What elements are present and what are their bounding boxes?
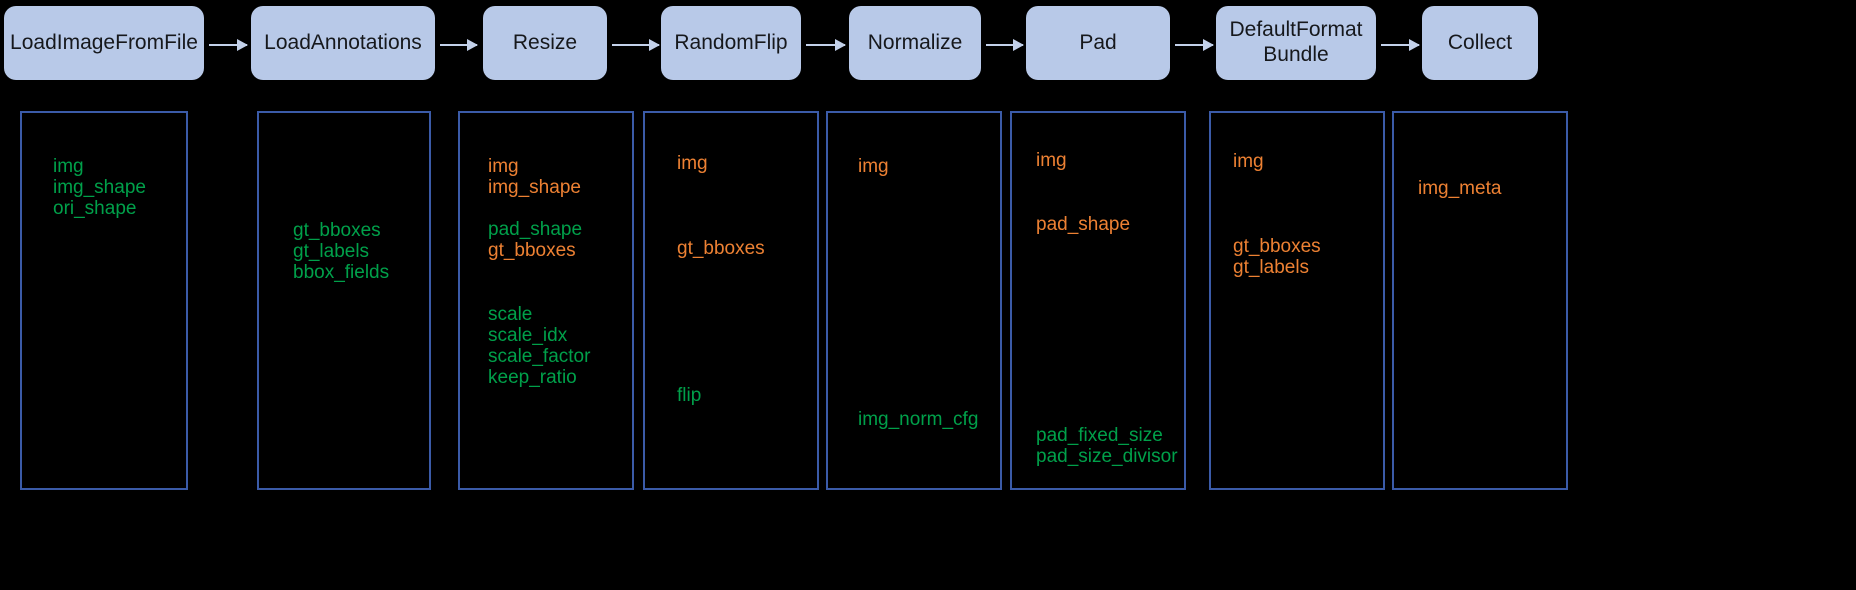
key-item: scale_idx	[488, 325, 568, 346]
key-item: keep_ratio	[488, 367, 577, 388]
stage-label: Resize	[512, 30, 578, 54]
key-list: img_meta	[1394, 113, 1566, 488]
key-list: img gt_bboxes flip	[645, 113, 817, 488]
arrow-6-7	[1381, 39, 1420, 51]
key-panel-default-format-bundle: img gt_bboxes gt_labels	[1209, 111, 1385, 490]
key-item: gt_bboxes	[677, 238, 765, 259]
stage-label: Collect	[1447, 30, 1513, 54]
key-item: gt_bboxes	[293, 220, 381, 241]
key-item: gt_labels	[1233, 257, 1310, 278]
stage-node-pad[interactable]: Pad	[1026, 6, 1170, 80]
stage-label: LoadImageFromFile	[10, 30, 198, 54]
key-list: gt_bboxes gt_labels bbox_fields	[259, 113, 429, 488]
key-list: img img_norm_cfg	[828, 113, 1000, 488]
key-item: img_norm_cfg	[858, 409, 979, 430]
key-list: img gt_bboxes gt_labels	[1211, 113, 1383, 488]
stage-node-resize[interactable]: Resize	[483, 6, 607, 80]
arrow-0-1	[209, 39, 248, 51]
key-panel-random-flip: img gt_bboxes flip	[643, 111, 819, 490]
key-panel-resize: img img_shape pad_shape gt_bboxes scale …	[458, 111, 634, 490]
key-item: img	[677, 153, 708, 174]
arrow-4-5	[986, 39, 1024, 51]
key-item: pad_size_divisor	[1036, 446, 1178, 467]
stage-node-collect[interactable]: Collect	[1422, 6, 1538, 80]
key-item: gt_bboxes	[488, 240, 576, 261]
key-item: ori_shape	[53, 198, 137, 219]
stage-label: LoadAnnotations	[264, 30, 422, 54]
arrow-1-2	[440, 39, 478, 51]
key-list: img pad_shape pad_fixed_size pad_size_di…	[1012, 113, 1184, 488]
key-item: scale	[488, 304, 533, 325]
key-item: img_meta	[1418, 178, 1502, 199]
stage-node-default-format-bundle[interactable]: DefaultFormat Bundle	[1216, 6, 1376, 80]
key-panel-normalize: img img_norm_cfg	[826, 111, 1002, 490]
key-item: flip	[677, 385, 702, 406]
stage-label: Normalize	[867, 30, 963, 54]
key-panel-collect: img_meta	[1392, 111, 1568, 490]
stage-label: Pad	[1079, 30, 1117, 54]
key-item: img_shape	[53, 177, 146, 198]
arrow-2-3	[612, 39, 660, 51]
key-list: img img_shape pad_shape gt_bboxes scale …	[460, 113, 632, 488]
key-list: img img_shape ori_shape	[22, 113, 186, 488]
key-item: pad_shape	[1036, 214, 1131, 235]
key-item: img	[1233, 151, 1264, 172]
stage-label-line2: Bundle	[1263, 43, 1329, 66]
key-item: img	[858, 156, 889, 177]
key-item: pad_shape	[488, 219, 583, 240]
stage-node-normalize[interactable]: Normalize	[849, 6, 981, 80]
key-item: img	[488, 156, 519, 177]
key-item: scale_factor	[488, 346, 591, 367]
key-item: gt_labels	[293, 241, 370, 262]
arrow-3-4	[806, 39, 846, 51]
key-item: pad_fixed_size	[1036, 425, 1163, 446]
key-panel-load-image-from-file: img img_shape ori_shape	[20, 111, 188, 490]
stage-label-line1: DefaultFormat	[1229, 18, 1363, 42]
key-item: img	[1036, 150, 1067, 171]
stage-node-random-flip[interactable]: RandomFlip	[661, 6, 801, 80]
key-item: img_shape	[488, 177, 581, 198]
key-item: img	[53, 156, 84, 177]
key-panel-pad: img pad_shape pad_fixed_size pad_size_di…	[1010, 111, 1186, 490]
key-panel-load-annotations: gt_bboxes gt_labels bbox_fields	[257, 111, 431, 490]
stage-node-load-image-from-file[interactable]: LoadImageFromFile	[4, 6, 204, 80]
key-item: bbox_fields	[293, 262, 390, 283]
stage-label: RandomFlip	[674, 30, 788, 54]
key-item: gt_bboxes	[1233, 236, 1321, 257]
stage-node-load-annotations[interactable]: LoadAnnotations	[251, 6, 435, 80]
arrow-5-6	[1175, 39, 1214, 51]
